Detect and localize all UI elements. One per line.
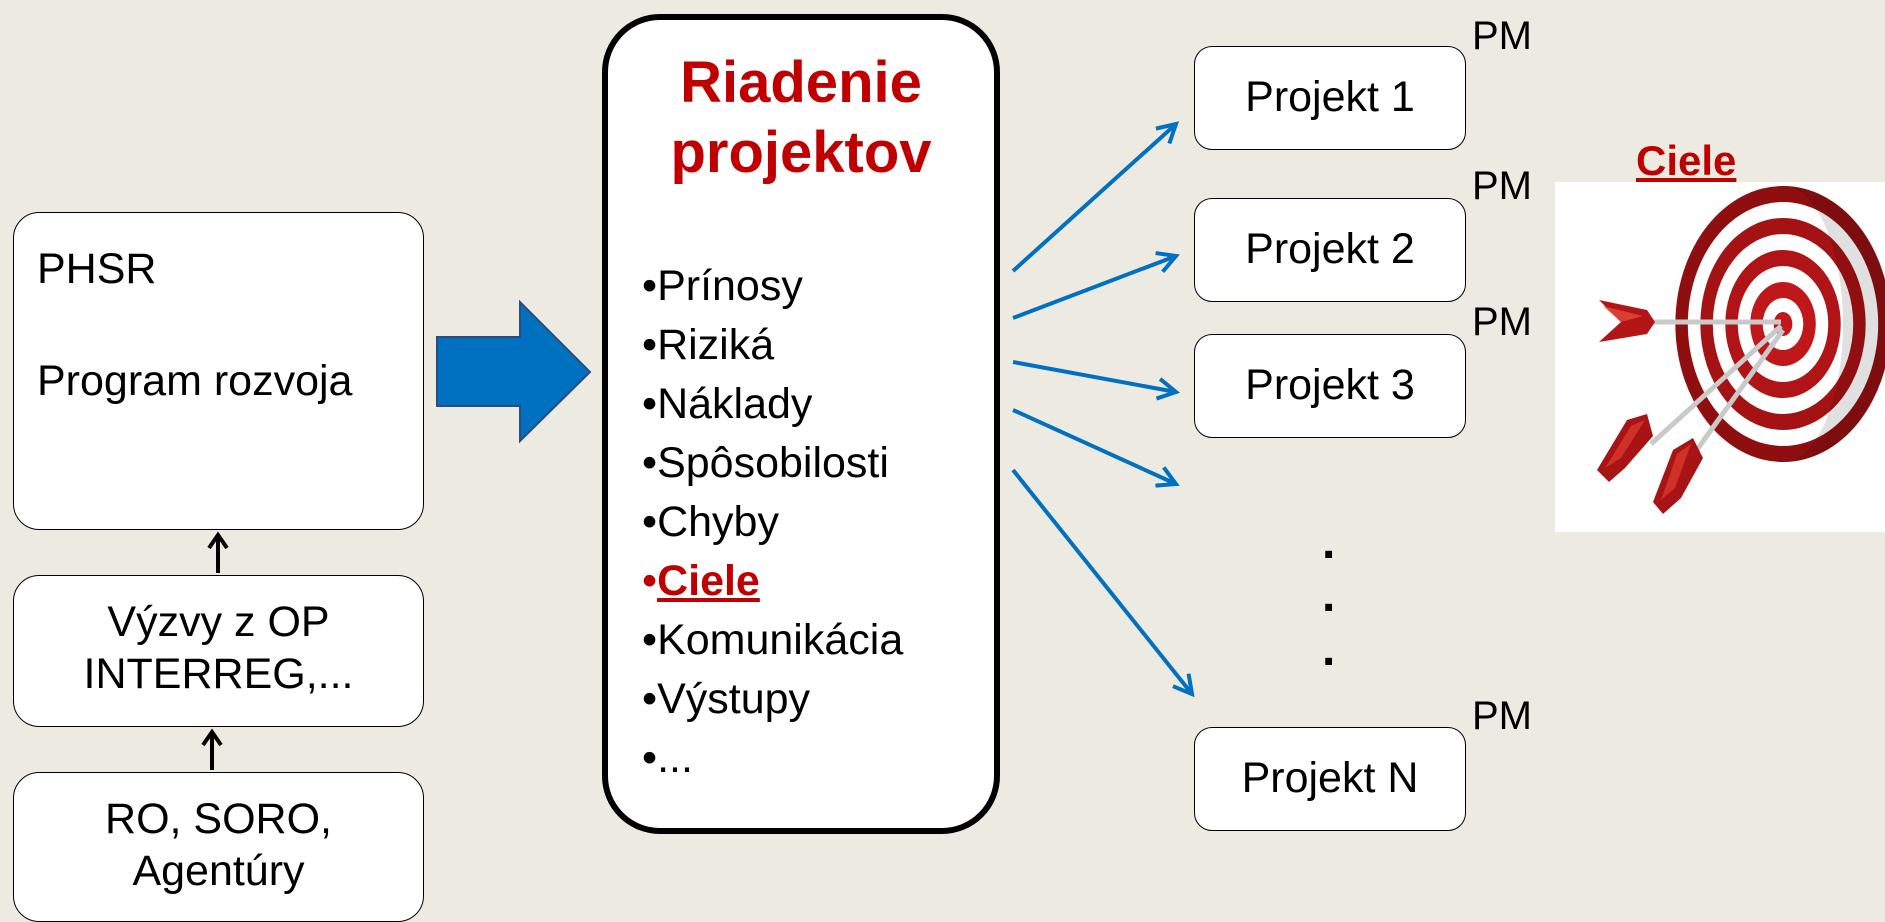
bullet-label: Výstupy bbox=[657, 675, 811, 723]
projekt-3-box: Projekt 3 bbox=[1194, 334, 1466, 438]
bullet-marker: • bbox=[642, 498, 658, 546]
arrow-to-projekt-2 bbox=[1012, 256, 1176, 320]
arrow-to-projekt-n bbox=[1011, 468, 1192, 694]
ro-line-2: Agentúry bbox=[132, 846, 305, 895]
ellipsis-dot: . bbox=[1322, 569, 1336, 622]
bullet-label: Náklady bbox=[657, 380, 813, 428]
bullet-marker: • bbox=[642, 557, 658, 605]
ciele-title: Ciele bbox=[1636, 137, 1737, 184]
bullet-item: •... bbox=[642, 729, 903, 788]
vyzvy-line-2: INTERREG,... bbox=[83, 649, 354, 698]
pm-label-1: PM bbox=[1472, 14, 1532, 58]
vyzvy-line-1: Výzvy z OP bbox=[107, 598, 330, 646]
phsr-box bbox=[13, 212, 424, 530]
bullet-label: Prínosy bbox=[657, 262, 803, 310]
bullet-marker: • bbox=[642, 380, 658, 428]
bullet-label: Komunikácia bbox=[657, 616, 904, 664]
bullet-marker: • bbox=[642, 734, 658, 782]
bullet-label: Riziká bbox=[657, 321, 775, 369]
ro-line-1: RO, SORO, bbox=[105, 795, 332, 843]
bullet-label: Chyby bbox=[657, 498, 779, 546]
riadenie-projektov-box bbox=[602, 14, 1000, 834]
bullet-item: •Riziká bbox=[642, 316, 903, 375]
bullet-item: •Výstupy bbox=[642, 670, 903, 729]
bullet-item: •Náklady bbox=[642, 375, 903, 434]
ro-text: RO, SORO, Agentúry bbox=[13, 794, 424, 897]
riadenie-title-line-1: Riadenie bbox=[680, 50, 922, 115]
vyzvy-text: Výzvy z OP INTERREG,... bbox=[13, 597, 424, 700]
arrow-to-projekt-1 bbox=[1011, 124, 1176, 273]
projekt-1-box: Projekt 1 bbox=[1194, 46, 1466, 150]
bullet-item-ciele: •Ciele bbox=[642, 552, 903, 611]
ellipsis-dot: . bbox=[1322, 516, 1336, 569]
bullet-marker: • bbox=[642, 675, 658, 723]
target-with-arrows-icon bbox=[1597, 186, 1885, 514]
ellipsis-dot: . bbox=[1322, 623, 1336, 676]
bullet-item: •Chyby bbox=[642, 493, 903, 552]
pm-label-2: PM bbox=[1472, 164, 1532, 208]
bullet-label: ... bbox=[657, 734, 693, 782]
big-block-arrow bbox=[436, 299, 592, 444]
arrow-to-ellipsis bbox=[1012, 408, 1176, 484]
phsr-code: PHSR bbox=[37, 245, 157, 293]
vyzvy-box bbox=[13, 575, 424, 727]
bullet-marker: • bbox=[642, 439, 658, 487]
bullet-marker: • bbox=[642, 262, 658, 310]
pm-label-n: PM bbox=[1472, 694, 1532, 738]
pm-label-3: PM bbox=[1472, 300, 1532, 344]
up-arrow-vyzvy-to-phsr bbox=[207, 531, 229, 573]
bullet-marker: • bbox=[642, 616, 658, 664]
bullet-marker: • bbox=[642, 321, 658, 369]
bullet-item: •Komunikácia bbox=[642, 611, 903, 670]
projekt-n-box: Projekt N bbox=[1194, 727, 1466, 831]
projekt-2-box: Projekt 2 bbox=[1194, 198, 1466, 302]
riadenie-title-line-2: projektov bbox=[670, 119, 932, 185]
bullet-label-ciele: Ciele bbox=[657, 557, 760, 605]
phsr-program-name: Program rozvoja bbox=[37, 357, 353, 405]
arrow-to-projekt-3 bbox=[1012, 360, 1176, 392]
bullet-label: Spôsobilosti bbox=[657, 439, 889, 487]
bullet-item: •Spôsobilosti bbox=[642, 434, 903, 493]
riadenie-bullet-list: •Prínosy •Riziká •Náklady •Spôsobilosti … bbox=[642, 257, 903, 788]
bullet-item: •Prínosy bbox=[642, 257, 903, 316]
up-arrow-ro-to-vyzvy bbox=[201, 728, 223, 770]
riadenie-title: Riadenie projektov bbox=[602, 48, 1000, 187]
ro-box bbox=[13, 772, 424, 922]
target-image-panel bbox=[1555, 182, 1885, 532]
